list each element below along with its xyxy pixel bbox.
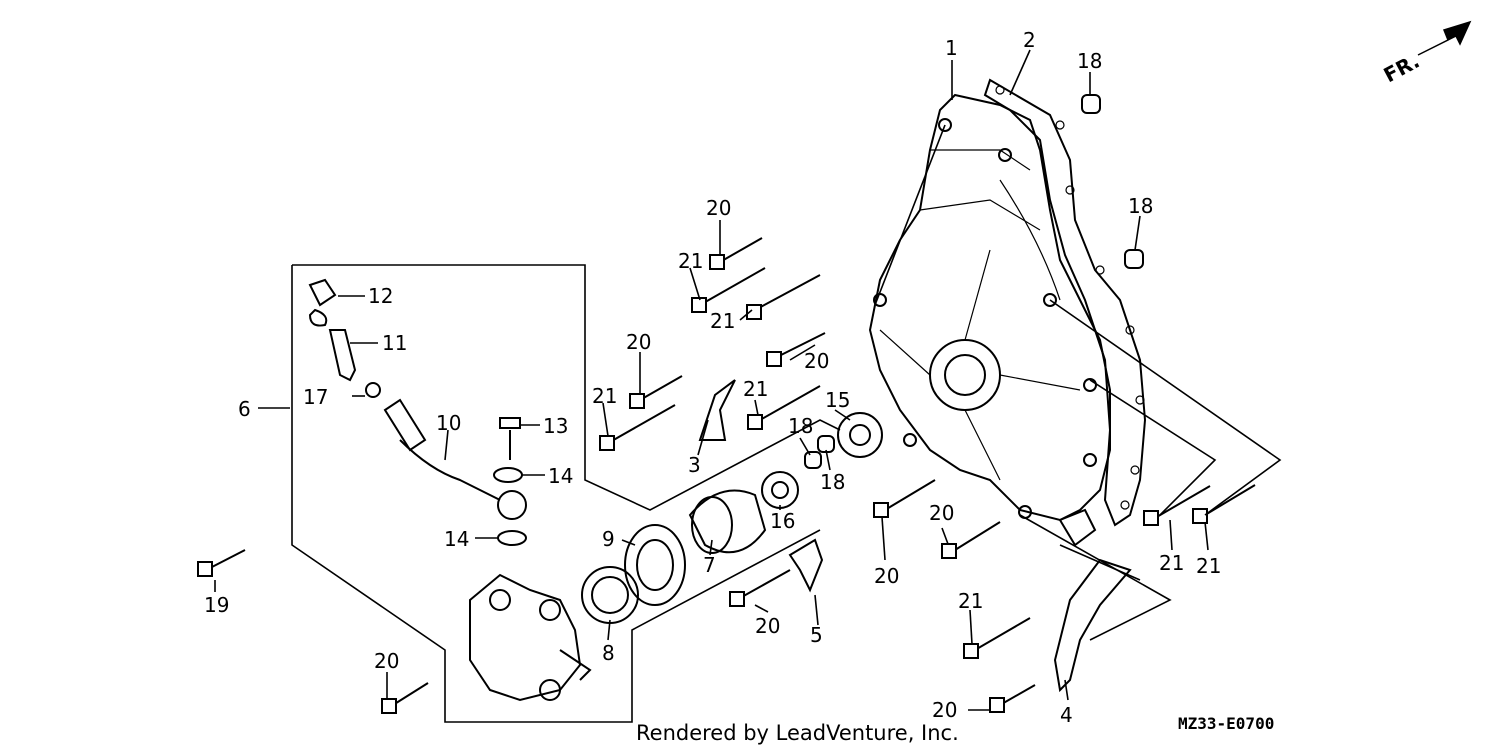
generator-cover [868, 93, 1111, 522]
callout-5: 5 [810, 623, 823, 647]
callout-14a: 14 [548, 464, 573, 488]
callout-10: 10 [436, 411, 461, 435]
callout-20c: 20 [626, 330, 651, 354]
callout-2: 2 [1023, 28, 1036, 52]
callout-20d: 20 [929, 501, 954, 525]
callout-20b: 20 [804, 349, 829, 373]
orientation-label: FR. [1380, 49, 1424, 88]
callout-16: 16 [770, 509, 795, 533]
clutch-hose [308, 278, 527, 546]
callout-12: 12 [368, 284, 393, 308]
diagram-code: MZ33-E0700 [1178, 714, 1274, 733]
callout-21d: 21 [743, 377, 768, 401]
callout-18a: 18 [1077, 49, 1102, 73]
callout-21g: 21 [958, 589, 983, 613]
clutch-slave-cylinder [469, 412, 883, 702]
callout-13: 13 [543, 414, 568, 438]
cover-gasket [983, 78, 1147, 527]
callout-labels: 1 2 3 4 5 6 7 8 9 10 11 12 13 14 14 15 1… [204, 28, 1221, 727]
callout-20e: 20 [874, 564, 899, 588]
callout-11: 11 [382, 331, 407, 355]
bolt-icon [197, 237, 1256, 714]
render-credit: Rendered by LeadVenture, Inc. [636, 721, 959, 745]
callout-20f: 20 [755, 614, 780, 638]
callout-20g: 20 [374, 649, 399, 673]
callout-21e: 21 [1159, 551, 1184, 575]
callout-3: 3 [688, 453, 701, 477]
callout-18c: 18 [788, 414, 813, 438]
callout-1: 1 [945, 36, 958, 60]
callout-7: 7 [703, 553, 716, 577]
arrow-icon [1417, 20, 1472, 56]
orientation-indicator: FR. [1380, 20, 1472, 88]
dowel-pin-icon [804, 94, 1144, 469]
callout-20h: 20 [932, 698, 957, 722]
callout-8: 8 [602, 641, 615, 665]
callout-21a: 21 [678, 249, 703, 273]
leader-lines [214, 49, 1282, 711]
callout-18d: 18 [820, 470, 845, 494]
callout-17: 17 [303, 385, 328, 409]
callout-21b: 21 [710, 309, 735, 333]
cable-guide [698, 379, 1132, 693]
callout-21f: 21 [1196, 554, 1221, 578]
callout-21c: 21 [592, 384, 617, 408]
callout-20a: 20 [706, 196, 731, 220]
callout-6: 6 [238, 397, 251, 421]
callout-15: 15 [825, 388, 850, 412]
callout-9: 9 [602, 527, 615, 551]
callout-19: 19 [204, 593, 229, 617]
callout-14b: 14 [444, 527, 469, 551]
callout-18b: 18 [1128, 194, 1153, 218]
callout-4: 4 [1060, 703, 1073, 727]
